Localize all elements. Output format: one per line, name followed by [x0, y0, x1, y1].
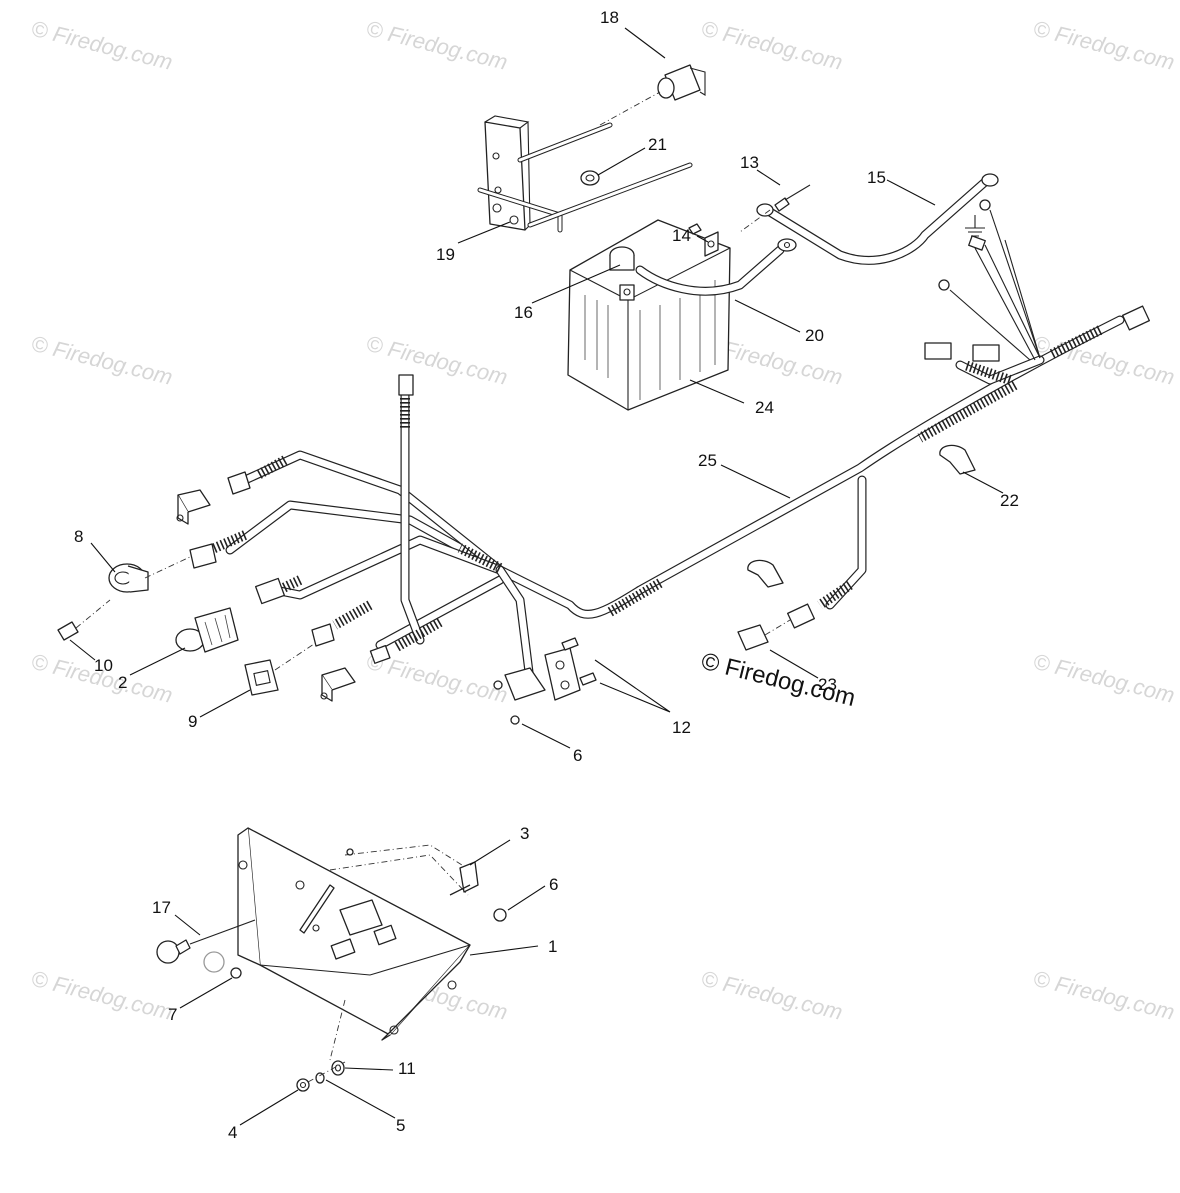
callout-2: 2	[118, 673, 127, 692]
watermark: © Firedog.com	[364, 331, 510, 390]
callout-13: 13	[740, 153, 759, 172]
copyright-notice: © Firedog.com	[699, 648, 859, 712]
switch-connector	[176, 471, 251, 525]
dash-panel	[237, 827, 471, 1061]
callout-1: 1	[548, 937, 557, 956]
harness-top-connector	[398, 374, 414, 396]
callout-6: 6	[573, 746, 582, 765]
watermark: © Firedog.com	[699, 966, 845, 1025]
battery-terminal	[688, 223, 719, 257]
panel-bracket	[449, 861, 479, 896]
brake-switch	[320, 644, 391, 702]
callout-20: 20	[805, 326, 824, 345]
harness-clamp-mount	[493, 637, 597, 725]
callout-14: 14	[672, 226, 691, 245]
watermark: © Firedog.com	[1031, 16, 1177, 75]
watermark: © Firedog.com	[699, 16, 845, 75]
panel-knob	[156, 919, 256, 973]
watermark: © Firedog.com	[364, 16, 510, 75]
callout-11: 11	[398, 1059, 416, 1078]
watermark: © Firedog.com	[29, 331, 175, 390]
callout-19: 19	[436, 245, 455, 264]
callout-17: 17	[152, 898, 171, 917]
watermark: © Firedog.com	[1031, 649, 1177, 708]
main-wiring-harness	[208, 315, 1125, 685]
callout-10: 10	[94, 656, 113, 675]
callout-12: 12	[672, 718, 691, 737]
rocker-switch	[244, 623, 335, 696]
callout-16: 16	[514, 303, 533, 322]
callout-23: 23	[818, 675, 837, 694]
callout-22: 22	[1000, 491, 1019, 510]
watermarks: © Firedog.com © Firedog.com © Firedog.co…	[29, 16, 1177, 1025]
harness-clip	[747, 444, 976, 588]
battery-cable-negative	[756, 173, 999, 265]
callout-25: 25	[698, 451, 717, 470]
key-switch	[175, 577, 286, 653]
bolt	[739, 184, 811, 233]
ground-wires	[938, 199, 1041, 361]
callout-3: 3	[520, 824, 529, 843]
callouts: 18 21 13 15 14 19 16 20 24 25 22 8 10 2 …	[74, 8, 1019, 1142]
callout-7: 7	[168, 1005, 177, 1024]
panel-fasteners-bottom	[296, 1060, 346, 1092]
callout-5: 5	[396, 1116, 405, 1135]
ignition-switch	[108, 543, 217, 593]
callout-9: 9	[188, 712, 197, 731]
callout-21: 21	[648, 135, 667, 154]
harness-connector-right	[924, 305, 1151, 362]
callout-4: 4	[228, 1123, 237, 1142]
callout-15: 15	[867, 168, 886, 187]
battery	[567, 219, 731, 411]
battery-cable-positive	[635, 238, 797, 296]
watermark: © Firedog.com	[29, 16, 175, 75]
watermark: © Firedog.com	[1031, 331, 1177, 390]
rubber-grommet	[580, 170, 600, 186]
callout-6: 6	[549, 875, 558, 894]
callout-8: 8	[74, 527, 83, 546]
leader-lines	[69, 27, 1004, 1126]
ignition-key	[57, 599, 111, 641]
starter-solenoid	[599, 64, 706, 126]
accessory-connector	[737, 603, 816, 651]
mounting-bracket	[477, 115, 693, 233]
callout-24: 24	[755, 398, 774, 417]
callout-18: 18	[600, 8, 619, 27]
panel-screw	[230, 848, 507, 979]
watermark: © Firedog.com	[29, 966, 175, 1025]
watermark: © Firedog.com	[1031, 966, 1177, 1025]
